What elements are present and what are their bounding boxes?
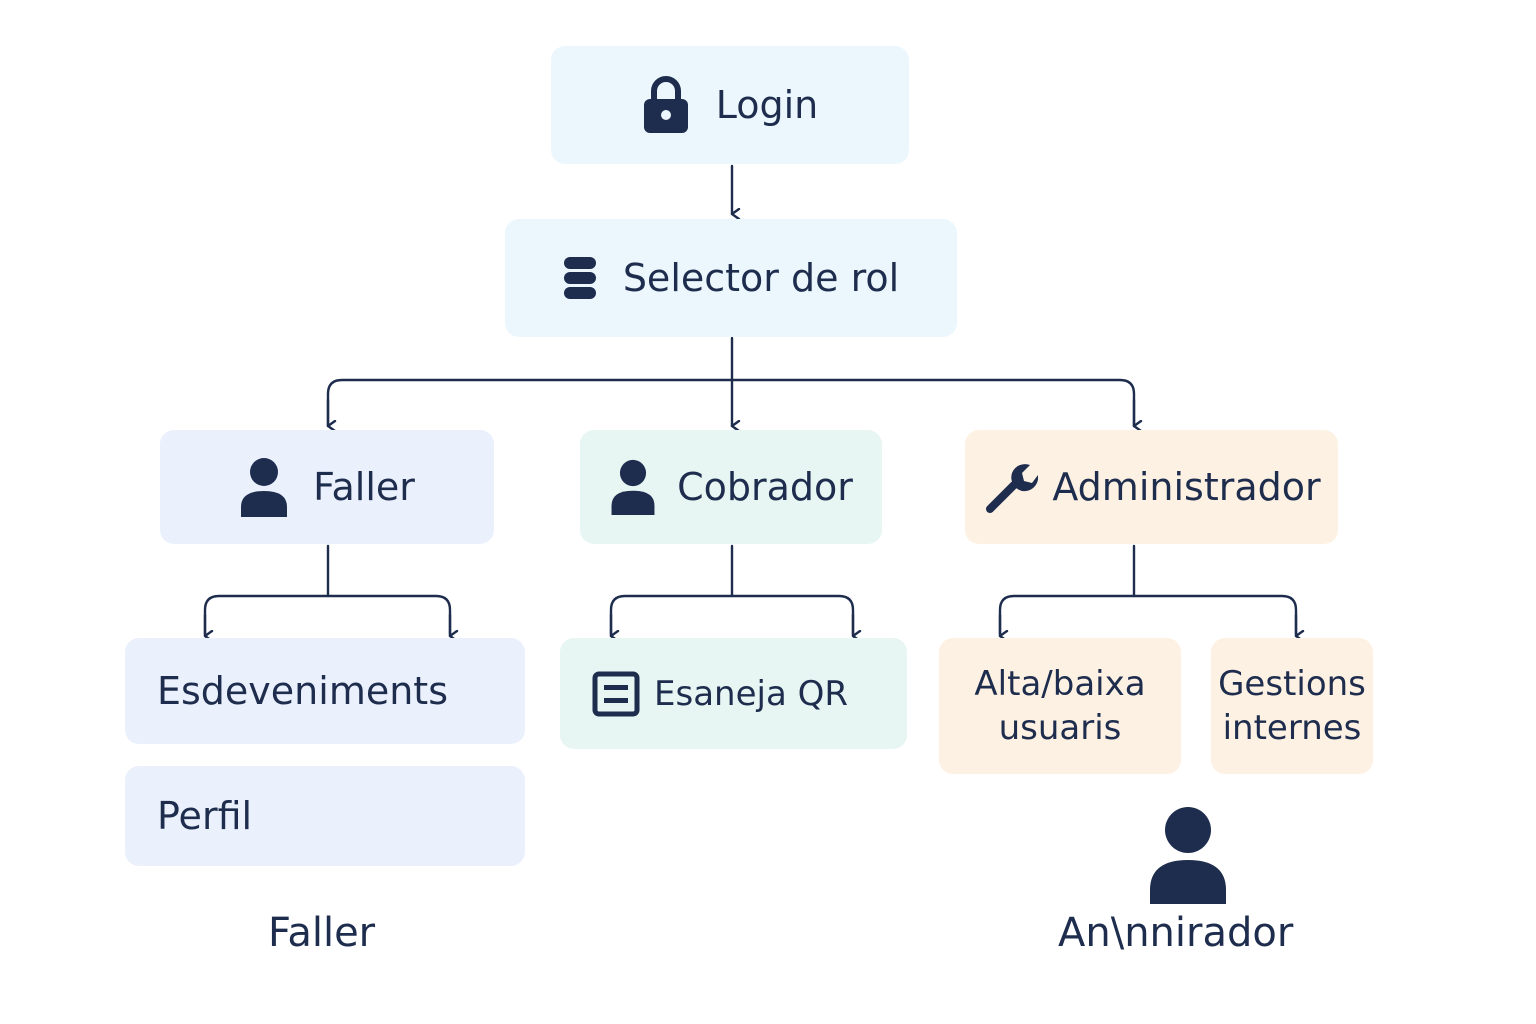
alta-baixa-usuaris-node[interactable]: Alta/baixa usuaris — [939, 638, 1181, 774]
line-cobrador-bus — [609, 594, 855, 636]
faller-label: Faller — [313, 465, 415, 509]
faller-node[interactable]: Faller — [160, 430, 494, 544]
administrador-label: Administrador — [1052, 465, 1321, 509]
esdeveniments-label: Esdeveniments — [157, 669, 448, 713]
role-selector-node[interactable]: Selector de rol — [505, 219, 957, 337]
role-selector-label: Selector de rol — [622, 256, 900, 300]
person-icon — [1148, 806, 1228, 904]
person-icon — [609, 459, 657, 515]
cobrador-label: Cobrador — [677, 465, 853, 509]
perfil-label: Perfil — [157, 794, 253, 838]
esdeveniments-node[interactable]: Esdeveniments — [125, 638, 525, 744]
perfil-node[interactable]: Perfil — [125, 766, 525, 866]
login-label: Login — [715, 83, 819, 127]
alta-baixa-line1: Alta/baixa — [974, 664, 1146, 704]
gestions-internes-label: Gestions internes — [1218, 662, 1366, 750]
administrador-node[interactable]: Administrador — [965, 430, 1338, 544]
qr-scan-icon — [592, 671, 640, 717]
login-node[interactable]: Login — [551, 46, 909, 164]
admin-caption: An\nnirador — [1058, 910, 1294, 956]
escaneja-qr-node[interactable]: Esaneja QR — [560, 638, 907, 749]
gestions-internes-node[interactable]: Gestions internes — [1211, 638, 1373, 774]
wrench-icon — [982, 459, 1039, 515]
alta-baixa-usuaris-label: Alta/baixa usuaris — [974, 662, 1145, 750]
gestions-line2: internes — [1222, 708, 1362, 748]
alta-baixa-line2: usuaris — [998, 708, 1122, 748]
line-admin-bus — [998, 594, 1298, 636]
escaneja-qr-label: Esaneja QR — [654, 673, 848, 714]
stack-icon — [563, 256, 597, 300]
gestions-line1: Gestions — [1218, 664, 1366, 704]
lock-icon — [642, 75, 690, 135]
person-icon — [239, 457, 289, 517]
cobrador-node[interactable]: Cobrador — [580, 430, 882, 544]
faller-caption: Faller — [268, 910, 376, 956]
line-faller-bus — [203, 594, 452, 636]
